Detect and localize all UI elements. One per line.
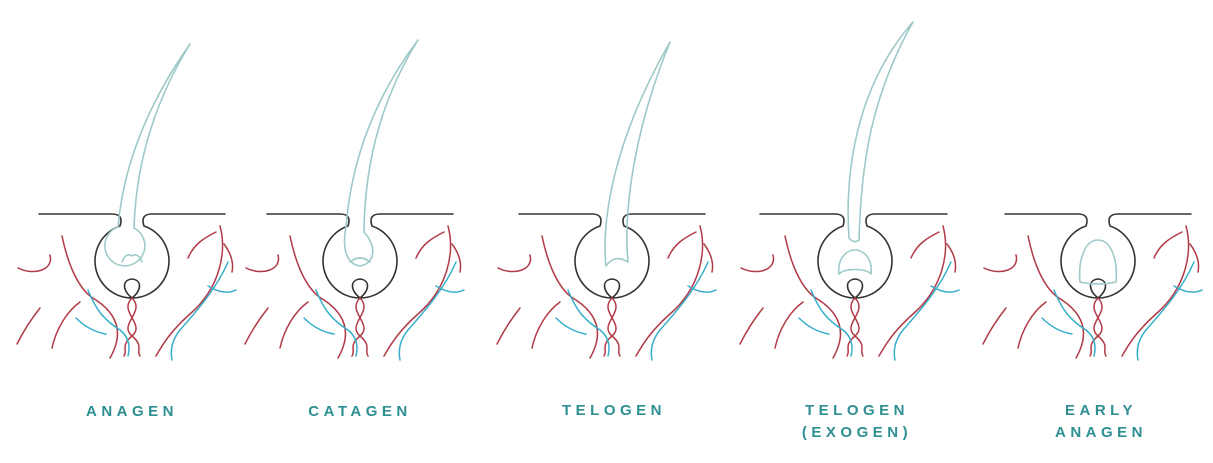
stage-label-anagen: ANAGEN <box>32 401 232 423</box>
dermal-papilla-loop <box>123 278 141 299</box>
arteries <box>16 225 234 359</box>
stage-telogen-illustration <box>496 41 717 361</box>
stage-anagen-illustration <box>16 43 237 361</box>
stage-label-line1: TELOGEN <box>804 402 909 419</box>
stage-label-line1: ANAGEN <box>85 403 178 420</box>
stage-label-line2: ANAGEN <box>1054 424 1147 441</box>
stage-label-catagen: CATAGEN <box>260 401 460 423</box>
stage-catagen-illustration <box>244 39 465 361</box>
capillary-twist <box>123 297 141 357</box>
stage-exogen-illustration <box>739 21 960 361</box>
stage-label-line1: CATAGEN <box>308 403 412 420</box>
stage-label-line2: (EXOGEN) <box>801 424 913 441</box>
veins <box>75 261 237 361</box>
stage-label-exogen: TELOGEN (EXOGEN) <box>757 400 957 444</box>
stage-label-line1: EARLY <box>1065 402 1137 419</box>
stage-early-anagen-illustration <box>982 213 1203 361</box>
hair-shaft <box>104 43 191 267</box>
stage-label-line1: TELOGEN <box>561 402 666 419</box>
stage-label-early-anagen: EARLY ANAGEN <box>1001 400 1201 444</box>
stage-label-telogen: TELOGEN <box>514 400 714 422</box>
